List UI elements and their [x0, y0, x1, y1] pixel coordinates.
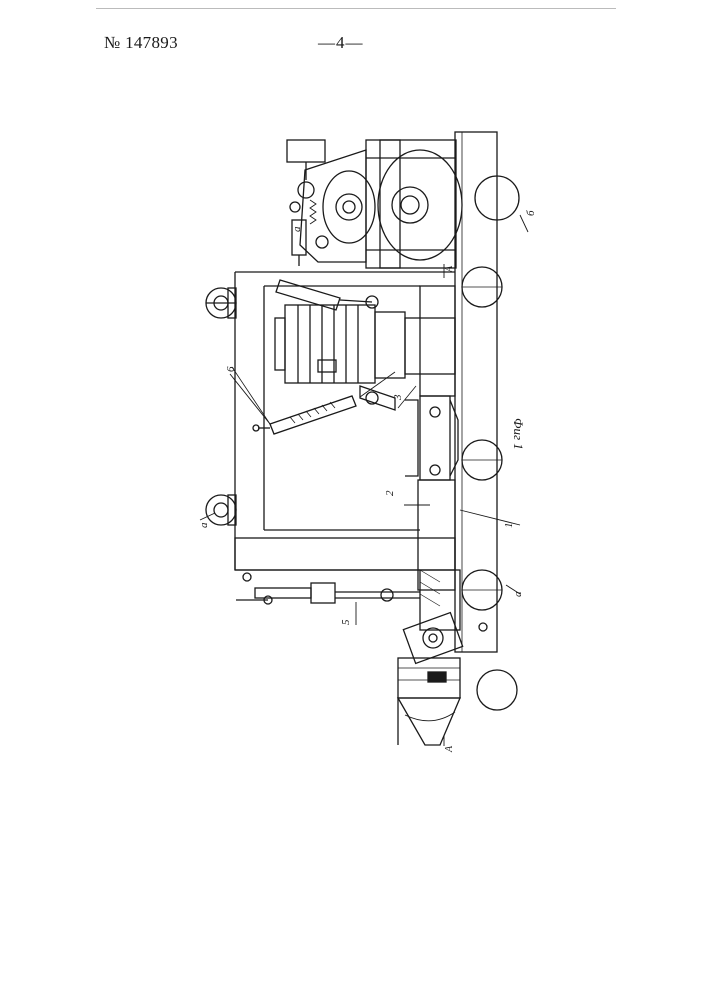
leader-lines — [200, 215, 528, 746]
section-mark-a-bottom: А — [444, 745, 455, 753]
telescopic-shaft — [405, 396, 458, 480]
cylinder-5 — [236, 573, 420, 604]
cylinder-6 — [232, 367, 356, 434]
label-1: 1 — [503, 523, 515, 529]
wheels — [462, 176, 519, 710]
label-5: 5 — [340, 619, 352, 625]
drive-group — [287, 140, 462, 268]
machine-frame — [235, 272, 455, 590]
label-a-bottom: а — [512, 591, 524, 597]
motor — [275, 305, 455, 383]
figure-caption: Фиг 1 — [511, 418, 526, 450]
label-6: 6 — [225, 366, 237, 372]
label-3: 3 — [392, 394, 404, 401]
section-mark-a-top: А — [444, 265, 455, 273]
cutter-head — [398, 658, 460, 745]
castor-wheels — [206, 288, 236, 525]
label-a-left: а — [198, 522, 210, 528]
lower-joint — [403, 570, 462, 663]
label-a-top: а — [291, 226, 303, 232]
label-b: б — [525, 210, 537, 216]
label-2: 2 — [384, 490, 396, 496]
